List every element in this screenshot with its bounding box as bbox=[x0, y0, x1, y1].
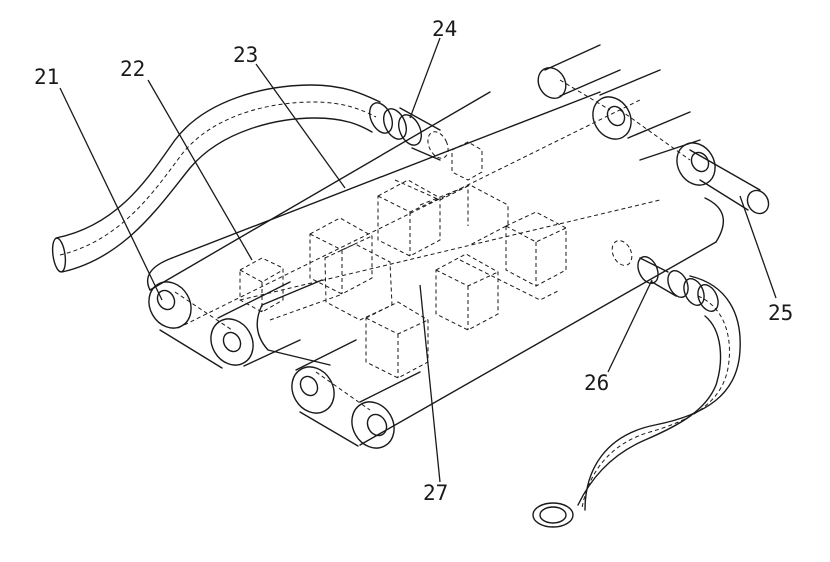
label-25: 25 bbox=[768, 301, 793, 325]
label-24: 24 bbox=[432, 17, 457, 41]
inlet-pipe bbox=[51, 84, 449, 273]
front-cylinder bbox=[291, 339, 421, 449]
label-23: 23 bbox=[233, 43, 258, 67]
left-cylinder bbox=[148, 281, 301, 369]
leader-lines bbox=[59, 37, 777, 483]
label-21: 21 bbox=[34, 65, 59, 89]
label-26: 26 bbox=[584, 371, 609, 395]
label-22: 22 bbox=[120, 57, 145, 81]
back-cylinders bbox=[537, 44, 770, 215]
label-27: 27 bbox=[423, 481, 448, 505]
outlet-pipe bbox=[532, 240, 741, 528]
main-plate bbox=[146, 91, 725, 446]
middle-cylinder bbox=[256, 279, 341, 366]
internal-boxes bbox=[239, 141, 567, 379]
